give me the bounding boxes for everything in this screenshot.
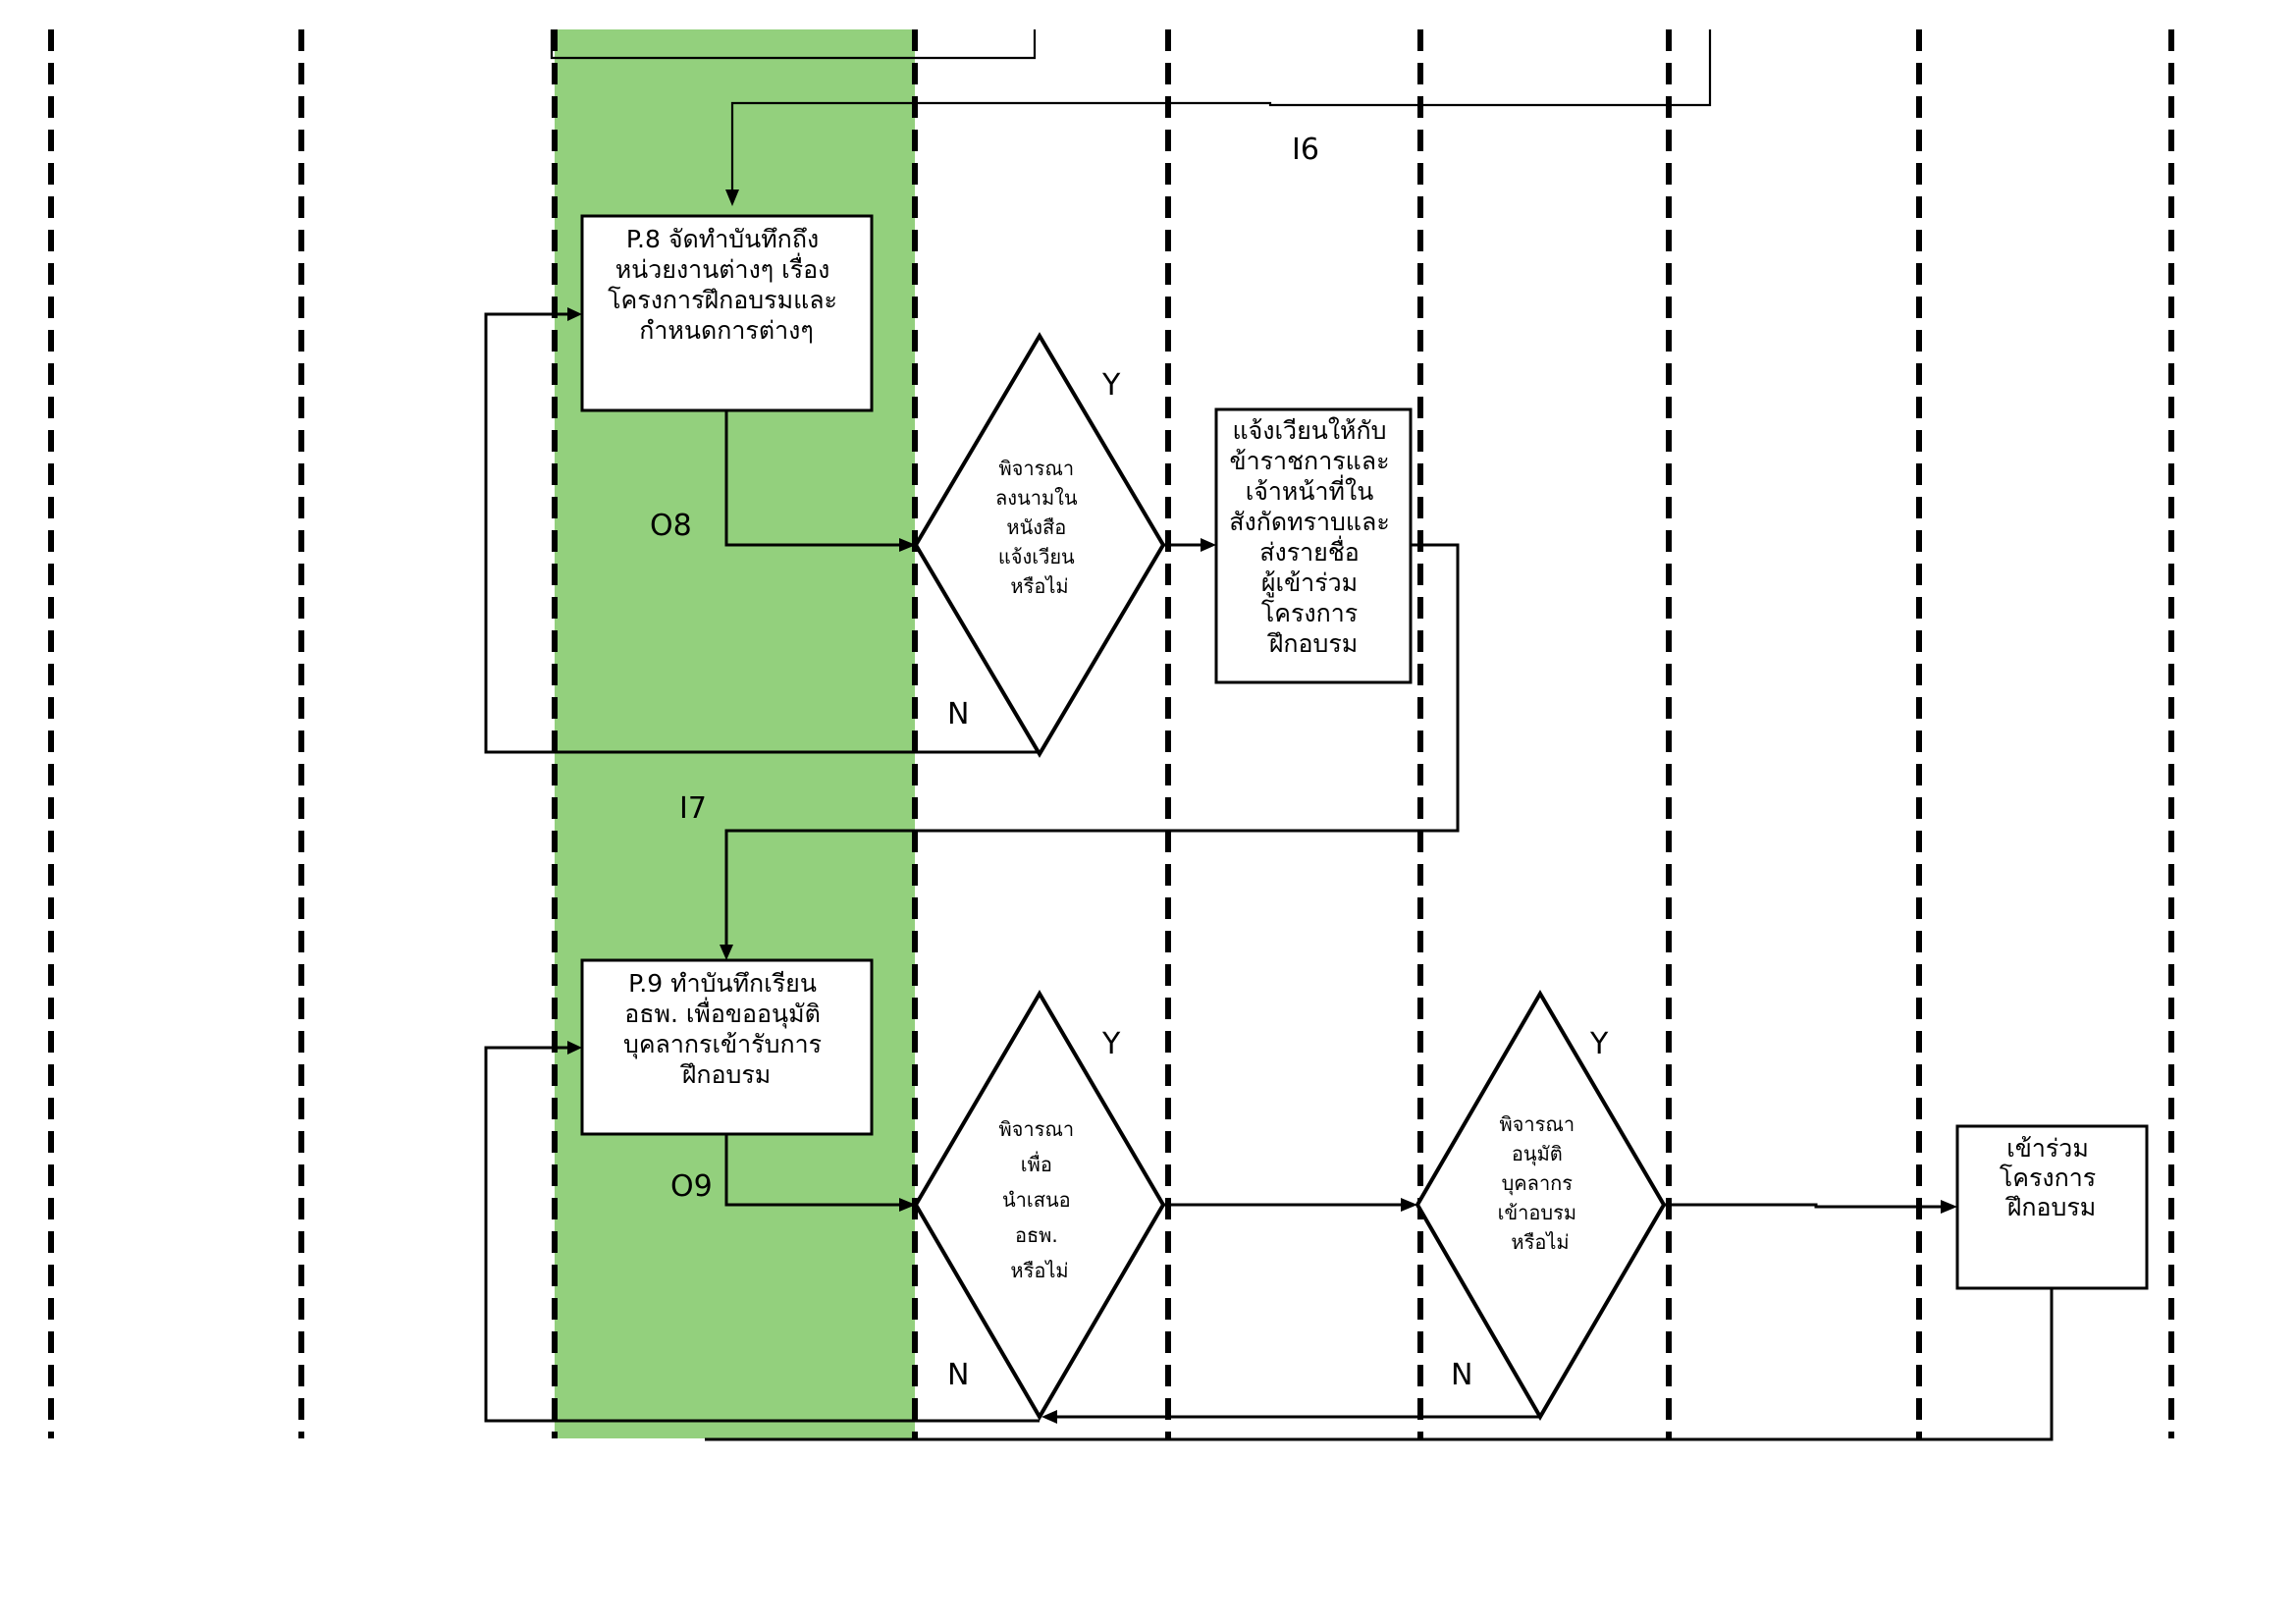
label-i7: I7 [679, 791, 707, 826]
connector-join-out [705, 1288, 2054, 1441]
arrowhead-i7 [720, 945, 733, 960]
connector-o8 [724, 410, 901, 547]
arrowhead-d1-yes [1201, 538, 1216, 552]
arrowhead-o9 [899, 1198, 916, 1212]
connector-d3-yes [1664, 1203, 1943, 1209]
arrowhead-d2-yes [1401, 1198, 1417, 1212]
process-notify [1214, 407, 1413, 684]
arrowhead-d1-no [567, 307, 582, 321]
process-notify-text: แจ้งเวียนให้กับ ข้าราชการและ เจ้าหน้าที่… [1229, 416, 1397, 658]
decision-d3-yes-label: Y [1589, 1027, 1609, 1061]
process-p9 [580, 958, 874, 1136]
decision-d3-no-label: N [1451, 1358, 1472, 1392]
decision-d2-text: พิจารณา เพื่อ นำเสนอ อธพ. หรือไม่ [998, 1117, 1080, 1282]
connector-i7 [724, 543, 1460, 945]
arrowhead-i6 [725, 189, 739, 206]
decision-d1-no-label: N [947, 697, 969, 731]
process-p9-text: P.9 ทำบันทึกเรียน อธพ. เพื่อขออนุมัติ บุ… [623, 969, 829, 1089]
arrowhead-d3-no [1041, 1410, 1057, 1424]
decision-d2 [913, 990, 1166, 1421]
decision-d2-no-label: N [947, 1358, 969, 1392]
process-p8-text: P.8 จัดทำบันทึกถึง หน่วยงานต่างๆ เรื่อง … [608, 225, 845, 345]
arrowhead-d3-yes [1941, 1200, 1957, 1214]
decision-d2-yes-label: Y [1101, 1027, 1121, 1061]
label-o9: O9 [670, 1169, 713, 1204]
arrowhead-d2-no [567, 1041, 582, 1055]
decision-d1-yes-label: Y [1101, 368, 1121, 403]
connector-i6 [730, 29, 1712, 196]
decision-d3-text: พิจารณา อนุมัติ บุคลากร เข้าอบรม หรือไม่ [1498, 1112, 1583, 1254]
label-i6: I6 [1292, 133, 1319, 167]
process-p8 [580, 214, 874, 412]
connector-d2-no [484, 1046, 1040, 1423]
process-join-training-text: เข้าร่วม โครงการ ฝึกอบรม [2000, 1134, 2104, 1221]
arrowhead-o8 [899, 538, 916, 552]
connector-top-bracket [550, 29, 1037, 60]
decision-d1 [913, 332, 1166, 758]
label-o8: O8 [650, 509, 692, 543]
connector-o9 [724, 1134, 901, 1207]
connector-d1-no [484, 312, 1040, 754]
decision-d1-text: พิจารณา ลงนามใน หนังสือ แจ้งเวียน หรือไม… [995, 457, 1084, 598]
